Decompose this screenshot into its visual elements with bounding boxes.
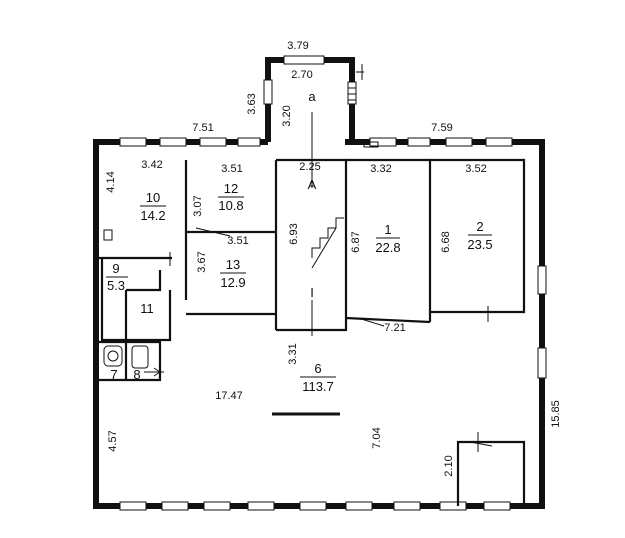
room-number-2: 2 [476, 219, 483, 234]
wc-box [103, 229, 113, 241]
window [119, 137, 147, 147]
dim-room2-width: 3.52 [465, 163, 486, 175]
stair-wall [276, 158, 348, 332]
room-number-8: 8 [133, 367, 140, 382]
window [483, 501, 511, 511]
door [195, 227, 231, 237]
dim-stair-width: 2.25 [299, 161, 320, 173]
door [357, 317, 385, 327]
dim-room13-width: 3.51 [227, 235, 248, 247]
dim-annex-outer-height: 3.63 [246, 93, 258, 114]
dim-left-top-width: 7.51 [192, 122, 213, 134]
dim-niche-height: 2.10 [443, 455, 455, 476]
dimension-labels: 3.79 2.70 3.63 3.20 7.51 7.59 3.42 3.51 … [105, 40, 562, 477]
dim-right-top-width: 7.59 [431, 122, 452, 134]
window [393, 501, 421, 511]
window [199, 137, 227, 147]
outer-walls [93, 57, 545, 509]
window [407, 137, 431, 147]
window [347, 81, 357, 105]
staircase-icon [311, 217, 344, 258]
fixtures [103, 112, 493, 452]
window [161, 501, 189, 511]
window [203, 501, 231, 511]
wall-9 [100, 258, 172, 342]
room-number-7: 7 [110, 367, 117, 382]
wall-11b [126, 270, 162, 292]
room-number-13: 13 [226, 257, 240, 272]
window [237, 137, 261, 147]
window [247, 501, 275, 511]
niche-wall [456, 440, 526, 506]
dim-annex-top-width: 3.79 [287, 40, 308, 52]
dim-room1-width: 3.32 [370, 163, 391, 175]
dim-room1-height: 6.87 [350, 231, 362, 252]
room-number-12: 12 [224, 181, 238, 196]
dim-corridor-gap: 3.31 [287, 343, 299, 364]
window [345, 501, 373, 511]
sink-icon [103, 345, 123, 367]
dim-hall-width: 17.47 [215, 390, 243, 402]
room-label-I: I [310, 285, 314, 300]
room-number-11: 11 [140, 301, 154, 316]
room-area-12: 10.8 [218, 198, 243, 213]
window [445, 137, 473, 147]
dim-room10-width: 3.42 [141, 159, 162, 171]
window [299, 501, 327, 511]
room-area-2: 23.5 [467, 237, 492, 252]
dim-room2-height: 6.68 [440, 231, 452, 252]
main-outer-wall [93, 139, 545, 509]
room-number-10: 10 [146, 190, 160, 205]
room-labels: a A I 1 22.8 2 23.5 6 113.7 7 8 9 5.3 10… [106, 89, 493, 394]
dim-annex-inner-width: 2.70 [291, 69, 312, 81]
room-area-13: 12.9 [220, 275, 245, 290]
room-label-A: A [308, 177, 317, 192]
window [283, 55, 325, 65]
dim-room10-height: 4.14 [105, 171, 117, 192]
window [159, 137, 187, 147]
window [263, 79, 273, 105]
room-area-1: 22.8 [375, 240, 400, 255]
window [439, 501, 467, 511]
window [485, 137, 513, 147]
room-area-6: 113.7 [302, 379, 334, 394]
room-number-9: 9 [112, 261, 119, 276]
door [469, 441, 493, 447]
toilet-icon [131, 345, 149, 369]
room-number-1: 1 [384, 222, 391, 237]
dim-door-width: 7.21 [384, 322, 405, 334]
room-label-a: a [308, 89, 316, 104]
dim-room12-height: 3.07 [192, 195, 204, 216]
window [119, 501, 147, 511]
dim-annex-inner-height: 3.20 [281, 105, 293, 126]
dim-hall-depth: 7.04 [371, 427, 383, 448]
interior-walls [96, 158, 526, 506]
dim-left-height: 4.57 [107, 430, 119, 451]
room2-wall [430, 158, 526, 314]
window [537, 347, 547, 379]
dim-room12-width: 3.51 [221, 163, 242, 175]
dim-total-height: 15.85 [550, 400, 562, 428]
dim-room13-height: 3.67 [196, 251, 208, 272]
wall-7-8 [96, 340, 162, 382]
windows [119, 55, 547, 511]
room-area-10: 14.2 [140, 208, 165, 223]
window [537, 265, 547, 295]
room-area-9: 5.3 [107, 278, 125, 293]
dim-stair-height: 6.93 [288, 223, 300, 244]
room-number-6: 6 [314, 361, 321, 376]
